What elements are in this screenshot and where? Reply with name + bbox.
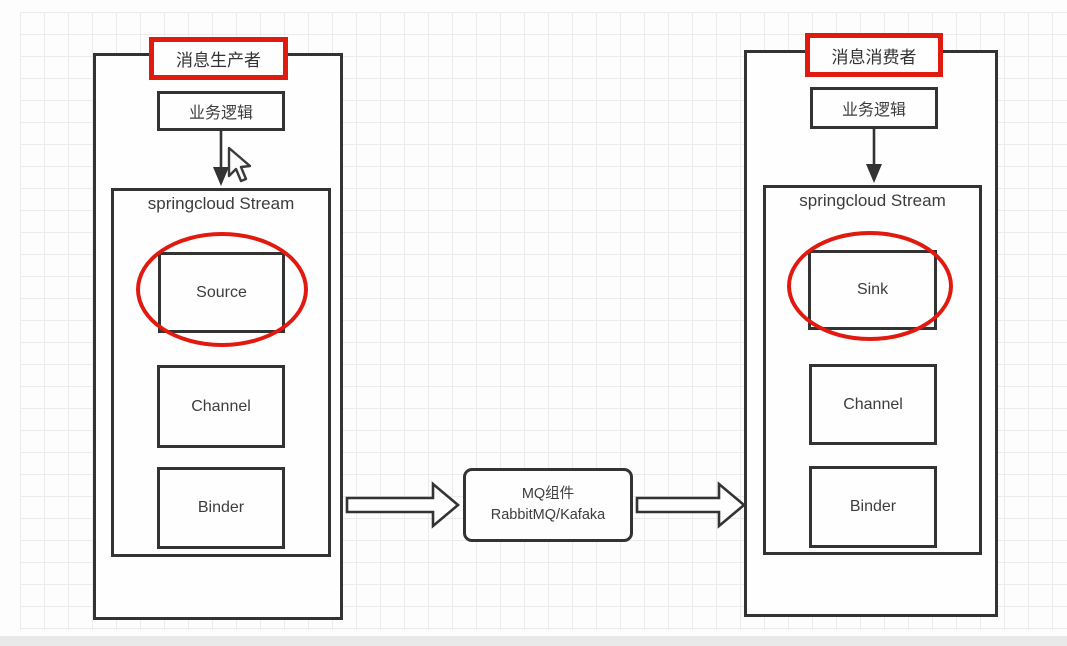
producer-source-highlight-ellipse	[136, 232, 308, 347]
consumer-binder-box[interactable]: Binder	[809, 466, 937, 548]
consumer-stream-label: springcloud Stream	[799, 191, 946, 210]
producer-binder-label: Binder	[197, 499, 245, 516]
consumer-business-logic-box[interactable]: 业务逻辑	[810, 87, 938, 129]
producer-stream-label: springcloud Stream	[147, 194, 295, 213]
consumer-title-label: 消息消费者	[831, 47, 917, 67]
producer-title-highlight[interactable]: 消息生产者	[149, 37, 288, 80]
consumer-sink-highlight-ellipse	[787, 231, 953, 341]
producer-title-label: 消息生产者	[176, 51, 261, 70]
producer-channel-label: Channel	[191, 397, 251, 415]
producer-business-logic-label: 业务逻辑	[188, 105, 253, 122]
consumer-title-highlight[interactable]: 消息消费者	[805, 33, 943, 77]
consumer-channel-label: Channel	[843, 395, 903, 413]
producer-binder-box[interactable]: Binder	[157, 467, 285, 549]
bottom-bar	[0, 636, 1067, 646]
mq-line2-label: RabbitMQ/Kafaka	[490, 507, 606, 523]
mq-line1-label: MQ组件	[521, 486, 575, 502]
consumer-binder-label: Binder	[849, 498, 897, 515]
producer-channel-box[interactable]: Channel	[157, 365, 285, 448]
producer-business-logic-box[interactable]: 业务逻辑	[157, 91, 285, 131]
mq-component-box[interactable]: MQ组件 RabbitMQ/Kafaka	[463, 468, 633, 542]
consumer-business-logic-label: 业务逻辑	[841, 102, 906, 119]
consumer-channel-box[interactable]: Channel	[809, 364, 937, 445]
